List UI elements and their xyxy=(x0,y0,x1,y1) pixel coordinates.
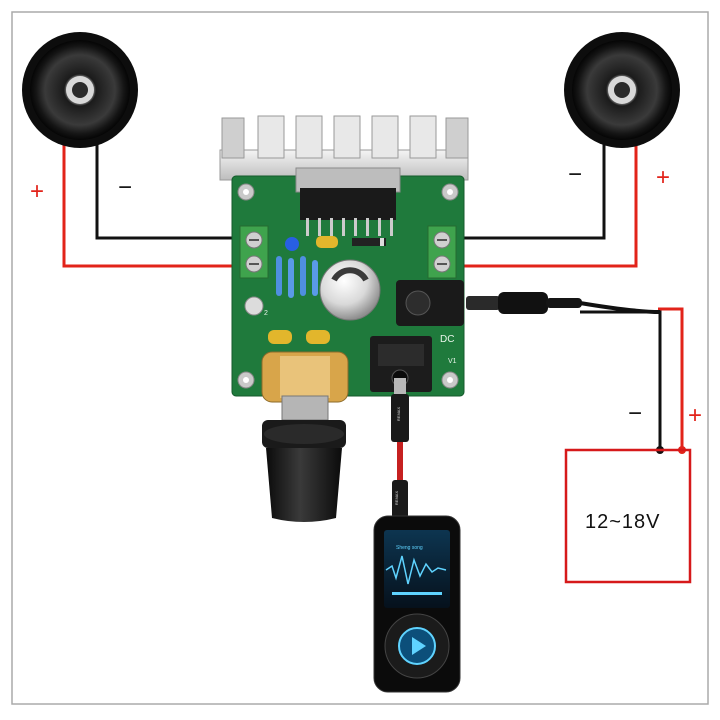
left-speaker-plus-label: + xyxy=(30,180,44,204)
small-capacitor-icon xyxy=(245,297,263,315)
blue-led-icon xyxy=(285,237,299,251)
cable-brand-label: REMAX xyxy=(397,407,401,421)
dc-jack-icon xyxy=(396,280,464,326)
ceramic-capacitor-3-icon xyxy=(306,330,330,344)
mp3-player-icon[interactable] xyxy=(374,516,460,692)
right-speaker-icon xyxy=(564,32,680,148)
ceramic-capacitor-icon xyxy=(316,236,338,248)
board-version-label: V1 xyxy=(448,358,457,365)
diode-band xyxy=(380,238,384,246)
left-speaker-minus-label: − xyxy=(118,176,132,200)
cable-brand-label-2: REMAX xyxy=(395,491,399,505)
right-output-terminal xyxy=(428,226,456,278)
volume-knob-icon[interactable] xyxy=(262,420,346,522)
power-supply-voltage-label: 12~18V xyxy=(585,512,661,532)
player-song-text: Sheng song xyxy=(396,546,423,551)
left-speaker-icon xyxy=(22,32,138,148)
dc-input-label: DC xyxy=(440,335,454,345)
left-output-terminal xyxy=(240,226,268,278)
supply-plus-label: + xyxy=(688,404,702,428)
supply-minus-label: − xyxy=(628,402,642,426)
component-number-label: 2 xyxy=(264,310,268,317)
electrolytic-capacitor-icon xyxy=(320,260,380,320)
right-speaker-plus-label: + xyxy=(656,166,670,190)
ceramic-capacitor-2-icon xyxy=(268,330,292,344)
right-speaker-minus-label: − xyxy=(568,163,582,187)
